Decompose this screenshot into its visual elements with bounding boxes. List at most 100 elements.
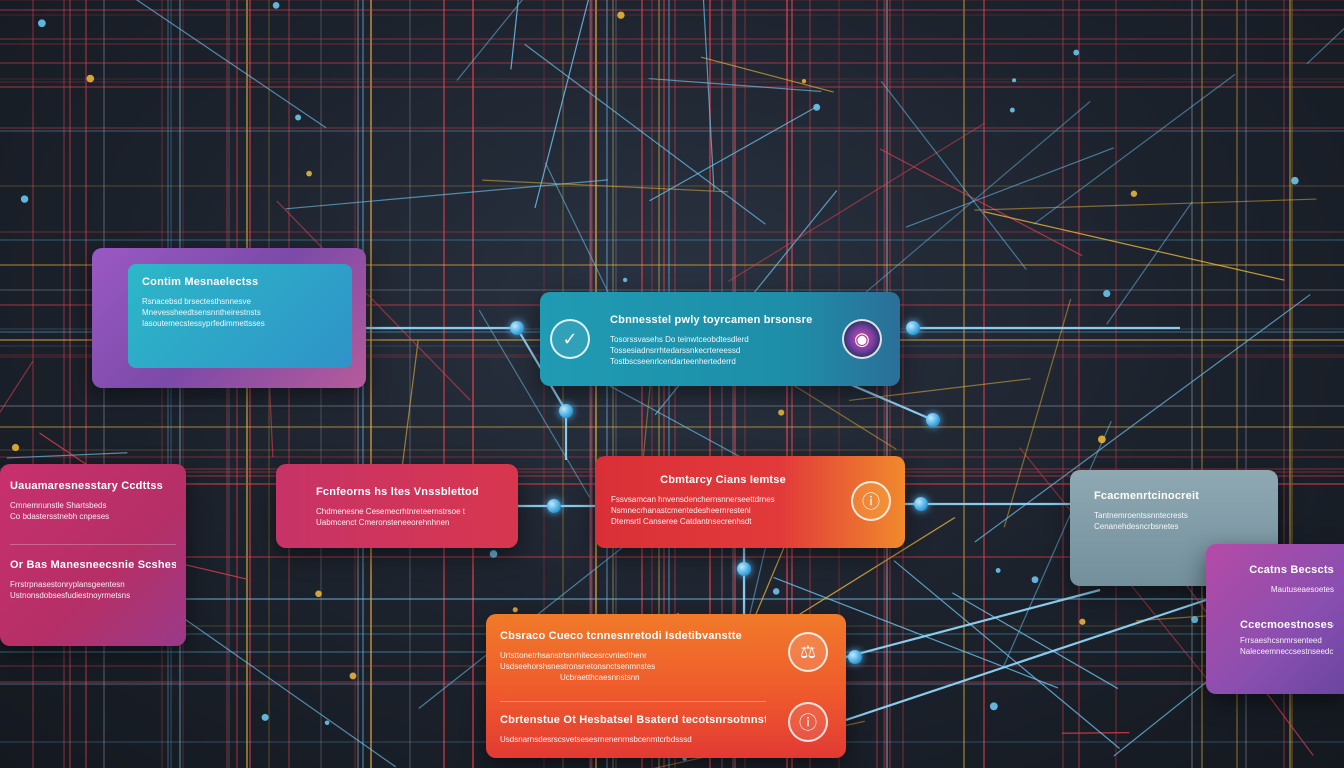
network-line — [700, 56, 834, 93]
connector-node — [547, 499, 561, 513]
card-line: Usdsnarnsdesrscsvetsesesrnenenrnsbcenmtc… — [500, 735, 692, 744]
network-line — [974, 198, 1317, 211]
connector-node — [510, 321, 524, 335]
card-line: Frrsaeshcsnmrsenteed — [1240, 636, 1322, 645]
network-line — [1061, 731, 1130, 734]
network-dot — [1031, 576, 1039, 584]
card-line: Co bdastersstnebh cnpeses — [10, 512, 110, 521]
card-line: Fssvsamcan hnvensdenchernsnnerseettdrnes — [611, 495, 775, 504]
card-title: Fcnfeorns hs ltes Vnssblettode — [316, 486, 478, 498]
network-dot — [38, 19, 46, 28]
network-line — [974, 294, 1311, 543]
card-subtitle: Ccecmoestnosesess — [1240, 619, 1334, 631]
network-dot — [261, 713, 269, 721]
network-dot — [1073, 49, 1080, 56]
card-line: Cenanehdesncrbsnetes — [1094, 522, 1179, 531]
card-line: Uabmcenct Cmeronsteneeorehnhnen — [316, 518, 450, 527]
card-line: Ustnonsdobsesfudiestnoyrmetsns — [10, 591, 131, 600]
card-spacer — [1240, 595, 1334, 619]
check-icon: ✓ — [550, 319, 590, 359]
card-top-center[interactable]: ✓ Cbnnesstel pwly toyrcamen brsonsre Tos… — [540, 292, 900, 386]
network-line — [845, 598, 1207, 722]
network-line — [0, 360, 34, 414]
network-line — [649, 105, 819, 202]
network-dot — [778, 409, 785, 416]
card-line: Cmnemnunstle Shartsbeds — [10, 501, 107, 510]
network-dot — [11, 443, 20, 452]
connector-node — [737, 562, 751, 576]
card-line: Naleceemneccsestnseedc — [1240, 647, 1334, 656]
network-dot — [813, 103, 821, 111]
card-mid-center-left[interactable]: Fcnfeorns hs ltes Vnssblettode Chdmenesn… — [276, 464, 518, 548]
network-line — [648, 77, 822, 93]
network-dot — [295, 114, 302, 121]
card-mid-left[interactable]: Uauamaresnesstary Ccdttss Cmnemnunstle S… — [0, 464, 186, 646]
network-line — [952, 592, 1119, 690]
card-mid-center[interactable]: Cbmtarcy Cians Iemtse Fssvsamcan hnvensd… — [595, 456, 905, 548]
card-line: Chdmenesne Cesemecrhtnreteernstrsoe t — [316, 507, 465, 516]
card-line: Mautuseaesoetes — [1270, 585, 1334, 594]
network-dot — [20, 195, 29, 203]
card-top-left[interactable]: Contim Mesnaelectss Rsnacebsd brsectesth… — [92, 248, 366, 388]
network-line — [773, 576, 1059, 689]
card-title: Uauamaresnesstary Ccdttss — [10, 480, 163, 492]
card-line: Tostbscseenrlcendarteenhertederrd — [610, 357, 736, 366]
card-subtitle: Cbrtenstue Ot Hesbatsel Bsaterd tecotsnr… — [500, 714, 766, 726]
network-line — [1003, 298, 1072, 528]
network-dot — [801, 78, 807, 84]
card-title: Cbnnesstel pwly toyrcamen brsonsre — [610, 314, 813, 326]
card-title: Cbmtarcy Cians Iemtse — [660, 474, 786, 486]
network-dot — [315, 590, 322, 598]
network-dot — [1079, 618, 1086, 625]
network-dot — [1103, 290, 1111, 298]
network-dot — [989, 702, 998, 711]
card-far-right[interactable]: Ccatns Becscts Mautuseaesoetes Ccecmoest… — [1206, 544, 1344, 694]
card-title: Cbsraco Cueco tcnnesnretodi Isdetibvanst… — [500, 630, 742, 642]
network-dot — [1097, 435, 1106, 444]
network-dot — [1012, 78, 1017, 83]
card-top-left-inner: Contim Mesnaelectss Rsnacebsd brsectesth… — [128, 264, 352, 368]
network-dot — [772, 588, 780, 595]
network-line — [880, 80, 1027, 270]
network-line — [478, 309, 590, 498]
card-bottom-center[interactable]: Cbsraco Cueco tcnnesnretodi Isdetibvanst… — [486, 614, 846, 758]
network-line — [845, 588, 1101, 659]
card-divider — [500, 701, 766, 702]
network-line — [285, 179, 609, 210]
network-line — [482, 179, 729, 193]
network-line — [1033, 73, 1236, 225]
network-line — [1106, 201, 1193, 325]
card-title: Fcacmenrtcinocreit — [1094, 490, 1200, 502]
card-line: Iasoutemecstessyprfedimmettsses — [142, 319, 265, 328]
network-line — [135, 0, 327, 129]
card-line: Usdseehorshsnestronsnetonsnctsenmnstes — [500, 662, 656, 671]
connector-node — [848, 650, 862, 664]
card-line: Tantnemroentssnntecrests — [1094, 511, 1188, 520]
connector-node — [906, 321, 920, 335]
card-line: Tosorssvasehs Do teinwtceobdtesdlerd — [610, 335, 749, 344]
network-dot — [306, 170, 312, 177]
network-line — [456, 0, 523, 81]
network-line — [534, 0, 589, 209]
target-icon: ◉ — [842, 319, 882, 359]
network-line — [728, 122, 986, 282]
network-line — [893, 560, 1120, 749]
network-line — [6, 452, 128, 459]
card-title: Ccatns Becscts — [1249, 564, 1334, 576]
card-line: Frrstrpnasestonryplansgeentesn — [10, 580, 125, 589]
network-line — [510, 0, 519, 70]
card-line: Mnevessheedtsensnntheirestnsts — [142, 308, 261, 317]
network-dot — [622, 277, 628, 283]
connector-node — [914, 497, 928, 511]
network-line — [524, 43, 766, 225]
connector-node — [926, 413, 940, 427]
network-dot — [1009, 107, 1015, 113]
info-icon: ⓘ — [788, 702, 828, 742]
network-dot — [1191, 616, 1199, 624]
network-dot — [349, 672, 357, 680]
network-line — [702, 0, 715, 191]
network-dot — [1291, 176, 1299, 185]
network-dot — [272, 2, 280, 9]
network-dot — [995, 568, 1001, 573]
network-line — [839, 378, 934, 422]
